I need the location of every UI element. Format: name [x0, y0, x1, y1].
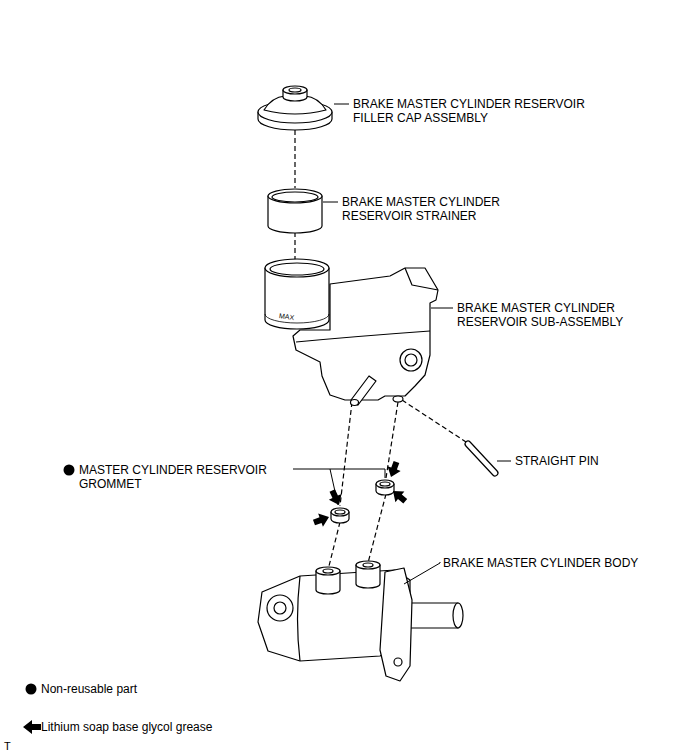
assembly-line — [368, 494, 386, 563]
part-name: MASTER CYLINDER RESERVOIR GROMMET — [79, 463, 289, 491]
master-cylinder-body — [323, 569, 333, 573]
strainer — [272, 192, 318, 202]
reservoir — [400, 349, 422, 371]
reservoir — [265, 314, 329, 323]
grommet — [331, 508, 349, 516]
assembly-line — [294, 130, 295, 188]
master-cylinder-body — [258, 561, 463, 681]
filler-cap — [258, 86, 332, 130]
grommet — [380, 482, 390, 486]
assembly-line — [294, 232, 295, 262]
legend-text: Lithium soap base glycol grease — [41, 720, 212, 734]
master-cylinder-body — [394, 658, 402, 666]
master-cylinder-body — [298, 576, 301, 661]
strainer — [268, 189, 322, 203]
grease-arrow — [326, 488, 345, 508]
part-name: BRAKE MASTER CYLINDER RESERVOIR SUB-ASSE… — [457, 301, 682, 329]
master-cylinder-body — [380, 568, 412, 681]
part-name: STRAIGHT PIN — [515, 454, 599, 468]
master-cylinder-body — [274, 602, 286, 614]
part-name: BRAKE MASTER CYLINDER RESERVOIR STRAINER — [342, 195, 572, 223]
reservoir — [351, 376, 376, 405]
assembly-line — [328, 522, 340, 570]
reservoir — [405, 354, 417, 366]
grease-arrow — [312, 460, 410, 529]
assembly-line — [402, 400, 466, 442]
reservoir — [393, 396, 403, 402]
leader-line — [293, 469, 385, 478]
leader-line — [334, 104, 349, 105]
leader-line — [497, 461, 511, 462]
grease-arrow — [312, 510, 332, 529]
legend-text: Non-reusable part — [41, 682, 137, 696]
part-name: BRAKE MASTER CYLINDER RESERVOIR FILLER C… — [353, 97, 598, 125]
grommet — [331, 480, 394, 523]
leader-line — [330, 469, 338, 505]
leader-line — [323, 202, 338, 203]
reservoir — [351, 400, 359, 406]
strainer — [268, 189, 322, 233]
master-cylinder-body — [316, 567, 340, 575]
reservoir — [265, 259, 438, 406]
non-reusable-symbol — [26, 684, 37, 695]
part-name: BRAKE MASTER CYLINDER BODY — [443, 556, 638, 570]
leader-line — [431, 308, 453, 309]
reservoir — [296, 331, 430, 342]
master-cylinder-body — [363, 563, 373, 567]
non-reusable-symbol — [64, 465, 75, 476]
grease-arrow — [389, 486, 410, 507]
figure-code: T — [4, 740, 11, 753]
filler-cap — [283, 86, 307, 94]
straight-pin — [468, 444, 495, 473]
reservoir — [265, 259, 329, 277]
master-cylinder-body — [267, 595, 293, 621]
assembly-line — [340, 402, 352, 506]
reservoir — [405, 268, 438, 290]
straight-pin — [468, 444, 495, 473]
master-cylinder-body — [453, 603, 463, 628]
reservoir — [270, 263, 324, 275]
grommet — [376, 480, 394, 488]
grommet — [335, 510, 345, 514]
master-cylinder-body — [356, 561, 380, 569]
filler-cap — [289, 88, 301, 92]
non-reusable-symbol — [26, 465, 75, 695]
master-cylinder-body — [410, 603, 458, 628]
grease-arrow — [384, 460, 403, 480]
leader-line — [404, 562, 440, 584]
leader-line — [293, 104, 511, 584]
straight-pin — [468, 444, 495, 473]
grease-symbol — [23, 720, 41, 734]
